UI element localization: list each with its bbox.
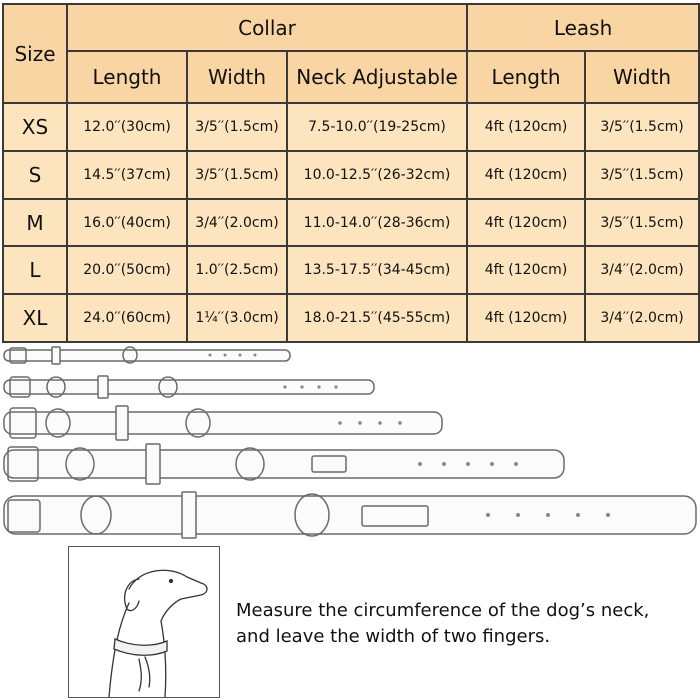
collar-width-cell: 1.0′′(2.5cm) (186, 245, 288, 295)
leash-header: Leash (466, 3, 700, 52)
collar-length-cell: 12.0′′(30cm) (66, 102, 188, 152)
collar-holes (486, 513, 610, 517)
leash-width-cell: 3/4′′(2.0cm) (584, 245, 700, 295)
measuring-instructions: Measure the circumference of the dog’s n… (236, 598, 696, 650)
table-row: XL 24.0′′(60cm) 1¼′′(3.0cm) 18.0-21.5′′(… (2, 293, 700, 343)
collar-holes (208, 353, 257, 357)
collar-length-cell: 14.5′′(37cm) (66, 150, 188, 200)
collar-width-header: Width (186, 50, 288, 104)
leash-width-header: Width (584, 50, 700, 104)
collar-l-image (3, 443, 565, 485)
collar-holes (418, 462, 518, 466)
size-cell: M (2, 198, 68, 247)
collar-m-image (3, 405, 443, 441)
size-cell: XS (2, 102, 68, 152)
leash-length-header: Length (466, 50, 587, 104)
collar-holes (283, 385, 338, 389)
collar-length-header: Length (66, 50, 188, 104)
size-header: Size (2, 3, 68, 104)
size-cell: XL (2, 293, 68, 343)
leash-length-cell: 4ft (120cm) (466, 150, 587, 200)
collar-xs-image (3, 346, 291, 365)
collar-sizes-illustration (3, 346, 697, 539)
leash-width-cell: 3/5′′(1.5cm) (584, 198, 700, 247)
table-row: L 20.0′′(50cm) 1.0′′(2.5cm) 13.5-17.5′′(… (2, 245, 700, 295)
leash-width-cell: 3/5′′(1.5cm) (584, 150, 700, 200)
neck-adjustable-cell: 18.0-21.5′′(45-55cm) (285, 293, 469, 343)
dog-chest-outline (160, 620, 167, 698)
leash-length-cell: 4ft (120cm) (466, 102, 587, 152)
collar-width-cell: 3/4′′(2.0cm) (186, 198, 288, 247)
neck-adjustable-cell: 13.5-17.5′′(34-45cm) (285, 245, 469, 295)
collar-length-cell: 24.0′′(60cm) (66, 293, 188, 343)
instructions-line-2: and leave the width of two fingers. (236, 626, 551, 647)
size-cell: S (2, 150, 68, 200)
collar-width-cell: 1¼′′(3.0cm) (186, 293, 288, 343)
neck-adjustable-header: Neck Adjustable (285, 50, 469, 104)
dog-head-outline (128, 569, 208, 622)
neck-adjustable-cell: 11.0-14.0′′(28-36cm) (285, 198, 469, 247)
leash-length-cell: 4ft (120cm) (466, 198, 587, 247)
collar-width-cell: 3/5′′(1.5cm) (186, 150, 288, 200)
dog-eye (168, 578, 174, 584)
collar-length-cell: 20.0′′(50cm) (66, 245, 188, 295)
collar-holes (338, 421, 402, 425)
neck-adjustable-cell: 10.0-12.5′′(26-32cm) (285, 150, 469, 200)
leash-length-cell: 4ft (120cm) (466, 293, 587, 343)
leash-length-cell: 4ft (120cm) (466, 245, 587, 295)
instructions-line-1: Measure the circumference of the dog’s n… (236, 600, 650, 621)
leash-width-cell: 3/4′′(2.0cm) (584, 293, 700, 343)
table-row: M 16.0′′(40cm) 3/4′′(2.0cm) 11.0-14.0′′(… (2, 198, 700, 247)
dog-collar (113, 638, 168, 656)
hand-outline (138, 656, 151, 692)
dog-neck-illustration (68, 546, 220, 698)
size-cell: L (2, 245, 68, 295)
collar-header: Collar (65, 3, 469, 52)
size-chart-table: Size Collar Leash Length Width Neck Adju… (2, 3, 700, 343)
collar-length-cell: 16.0′′(40cm) (66, 198, 188, 247)
leash-width-cell: 3/5′′(1.5cm) (584, 102, 700, 152)
table-row: S 14.5′′(37cm) 3/5′′(1.5cm) 10.0-12.5′′(… (2, 150, 700, 200)
collar-xl-image (3, 491, 697, 539)
neck-adjustable-cell: 7.5-10.0′′(19-25cm) (285, 102, 469, 152)
collar-width-cell: 3/5′′(1.5cm) (186, 102, 288, 152)
table-row: XS 12.0′′(30cm) 3/5′′(1.5cm) 7.5-10.0′′(… (2, 102, 700, 152)
collar-s-image (3, 375, 375, 399)
